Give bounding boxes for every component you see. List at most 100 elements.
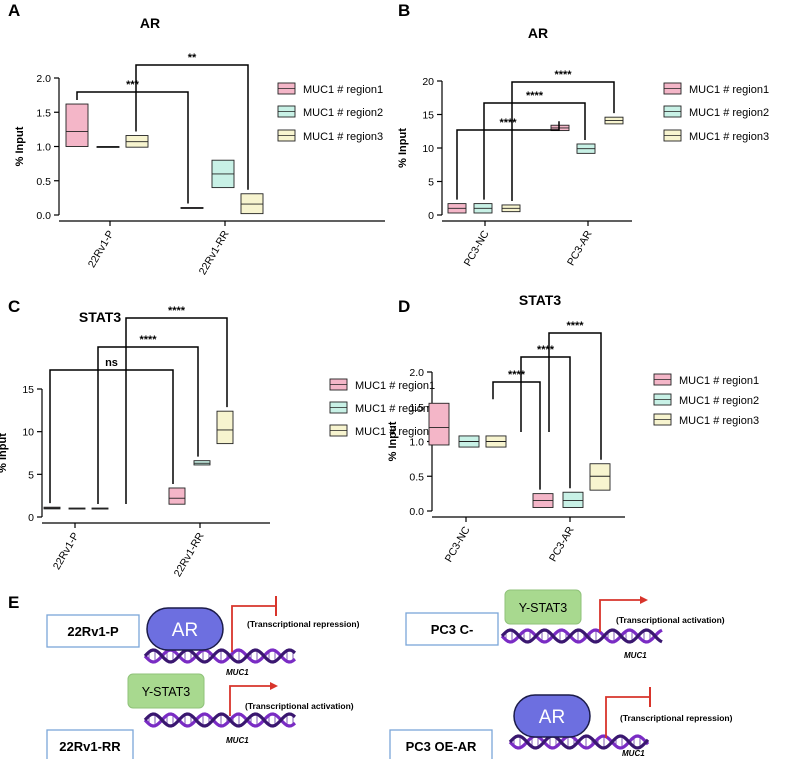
y-tick-label: 5 (28, 469, 34, 481)
y-tick-label: 0.5 (409, 471, 424, 483)
legend-entry: MUC1 # region2 (303, 107, 383, 119)
significance-label: **** (168, 305, 186, 317)
y-tick-label: 5 (428, 177, 434, 189)
factor-label: AR (172, 620, 198, 641)
box-3-22Rv1-RR (216, 410, 234, 445)
arrow-head (270, 682, 278, 690)
stat3-factor-shape (127, 673, 205, 709)
diagram-cell-PC3-C-: PC3 C- Y-STAT3 (Transcriptional activation… (405, 589, 725, 660)
arrow-head (640, 596, 648, 604)
dna-strand (508, 734, 650, 750)
effect-text: (Transcriptional repression) (620, 713, 733, 723)
gene-label: MUC1 (226, 736, 249, 745)
activation-arrow (229, 685, 270, 716)
dna-strand (500, 628, 663, 644)
factor-label: Y-STAT3 (142, 685, 190, 699)
activation-arrow (599, 599, 640, 632)
dna-strand (143, 712, 297, 728)
legend-entry: MUC1 # region3 (303, 131, 383, 143)
box-3-PC3-AR (589, 463, 611, 491)
x-tick-label: 22Rv1-RR (172, 530, 207, 579)
chart-title: STAT3 (79, 309, 121, 325)
legend-entry: MUC1 # region2 (679, 395, 759, 407)
legend-entry: MUC1 # region3 (679, 415, 759, 427)
effect-text: (Transcriptional activation) (245, 701, 354, 711)
diagram-cell-22Rv1-RR: 22Rv1-RR Y-STAT3 (Transcriptional activati… (46, 673, 354, 759)
box-1-22Rv1-RR (168, 487, 186, 505)
y-axis-label: % Input (0, 433, 9, 473)
significance-bracket (548, 332, 602, 460)
dna-strand (143, 648, 297, 664)
y-tick-label: 1.0 (36, 142, 51, 154)
y-axis-label: % Input (387, 421, 399, 461)
significance-label: **** (508, 369, 526, 381)
repression-arrow (231, 605, 276, 652)
y-tick-label: 0.0 (409, 506, 424, 518)
y-tick-label: 0 (428, 210, 434, 222)
gene-label: MUC1 (226, 668, 249, 677)
legend-entry: MUC1 # region1 (355, 380, 435, 392)
panel-letter: A (8, 1, 20, 20)
significance-bracket (125, 317, 228, 505)
chart-title: AR (528, 25, 548, 41)
significance-label: **** (537, 344, 555, 356)
legend-entry: MUC1 # region2 (689, 107, 769, 119)
significance-label: **** (566, 320, 584, 332)
significance-bracket (511, 81, 615, 201)
cell-label-box (46, 729, 134, 759)
factor-label: Y-STAT3 (519, 601, 567, 615)
gene-label: MUC1 (622, 749, 645, 758)
y-tick-label: 15 (422, 110, 434, 122)
legend-entry: MUC1 # region3 (689, 131, 769, 143)
legend-entry: MUC1 # region3 (355, 426, 435, 438)
significance-bracket (49, 369, 174, 504)
x-tick-label: 22Rv1-P (86, 229, 117, 270)
significance-label: **** (526, 90, 544, 102)
x-tick-label: PC3-NC (462, 228, 492, 268)
box-1-PC3-NC (428, 402, 450, 446)
box-2-PC3-AR (562, 491, 584, 508)
significance-label: *** (126, 79, 140, 91)
ar-factor-shape (146, 607, 224, 651)
significance-label: ** (188, 52, 197, 64)
factor-label: AR (539, 707, 565, 728)
box-1-22Rv1-P (65, 103, 89, 147)
legend-entry: MUC1 # region1 (303, 84, 383, 96)
y-tick-label: 1.0 (409, 437, 424, 449)
legend-entry: MUC1 # region1 (689, 84, 769, 96)
significance-label: **** (499, 117, 517, 129)
repression-arrow (605, 696, 650, 738)
effect-text: (Transcriptional activation) (616, 615, 725, 625)
cell-label: 22Rv1-RR (59, 739, 121, 754)
y-tick-label: 0.0 (36, 210, 51, 222)
cell-label-box (46, 614, 140, 648)
cell-label-box (389, 729, 493, 759)
ar-factor-shape (513, 694, 591, 738)
x-tick-label: PC3-AR (565, 228, 595, 268)
y-tick-label: 15 (22, 384, 34, 396)
significance-label: **** (554, 69, 572, 81)
significance-bracket (97, 346, 199, 505)
chart-title: STAT3 (519, 292, 561, 308)
y-tick-label: 20 (422, 76, 434, 88)
cell-label: PC3 C- (431, 622, 474, 637)
panel-letter: B (398, 1, 410, 20)
effect-text: (Transcriptional repression) (247, 619, 360, 629)
gene-label: MUC1 (624, 651, 647, 660)
y-tick-label: 2.0 (36, 73, 51, 85)
significance-bracket (456, 121, 560, 200)
legend-entry: MUC1 # region1 (679, 375, 759, 387)
x-tick-label: PC3-AR (547, 524, 577, 564)
y-axis-label: % Input (397, 128, 409, 168)
y-tick-label: 10 (422, 143, 434, 155)
significance-bracket (135, 64, 249, 190)
significance-label: ns (105, 357, 118, 369)
dna-strand (143, 712, 297, 728)
